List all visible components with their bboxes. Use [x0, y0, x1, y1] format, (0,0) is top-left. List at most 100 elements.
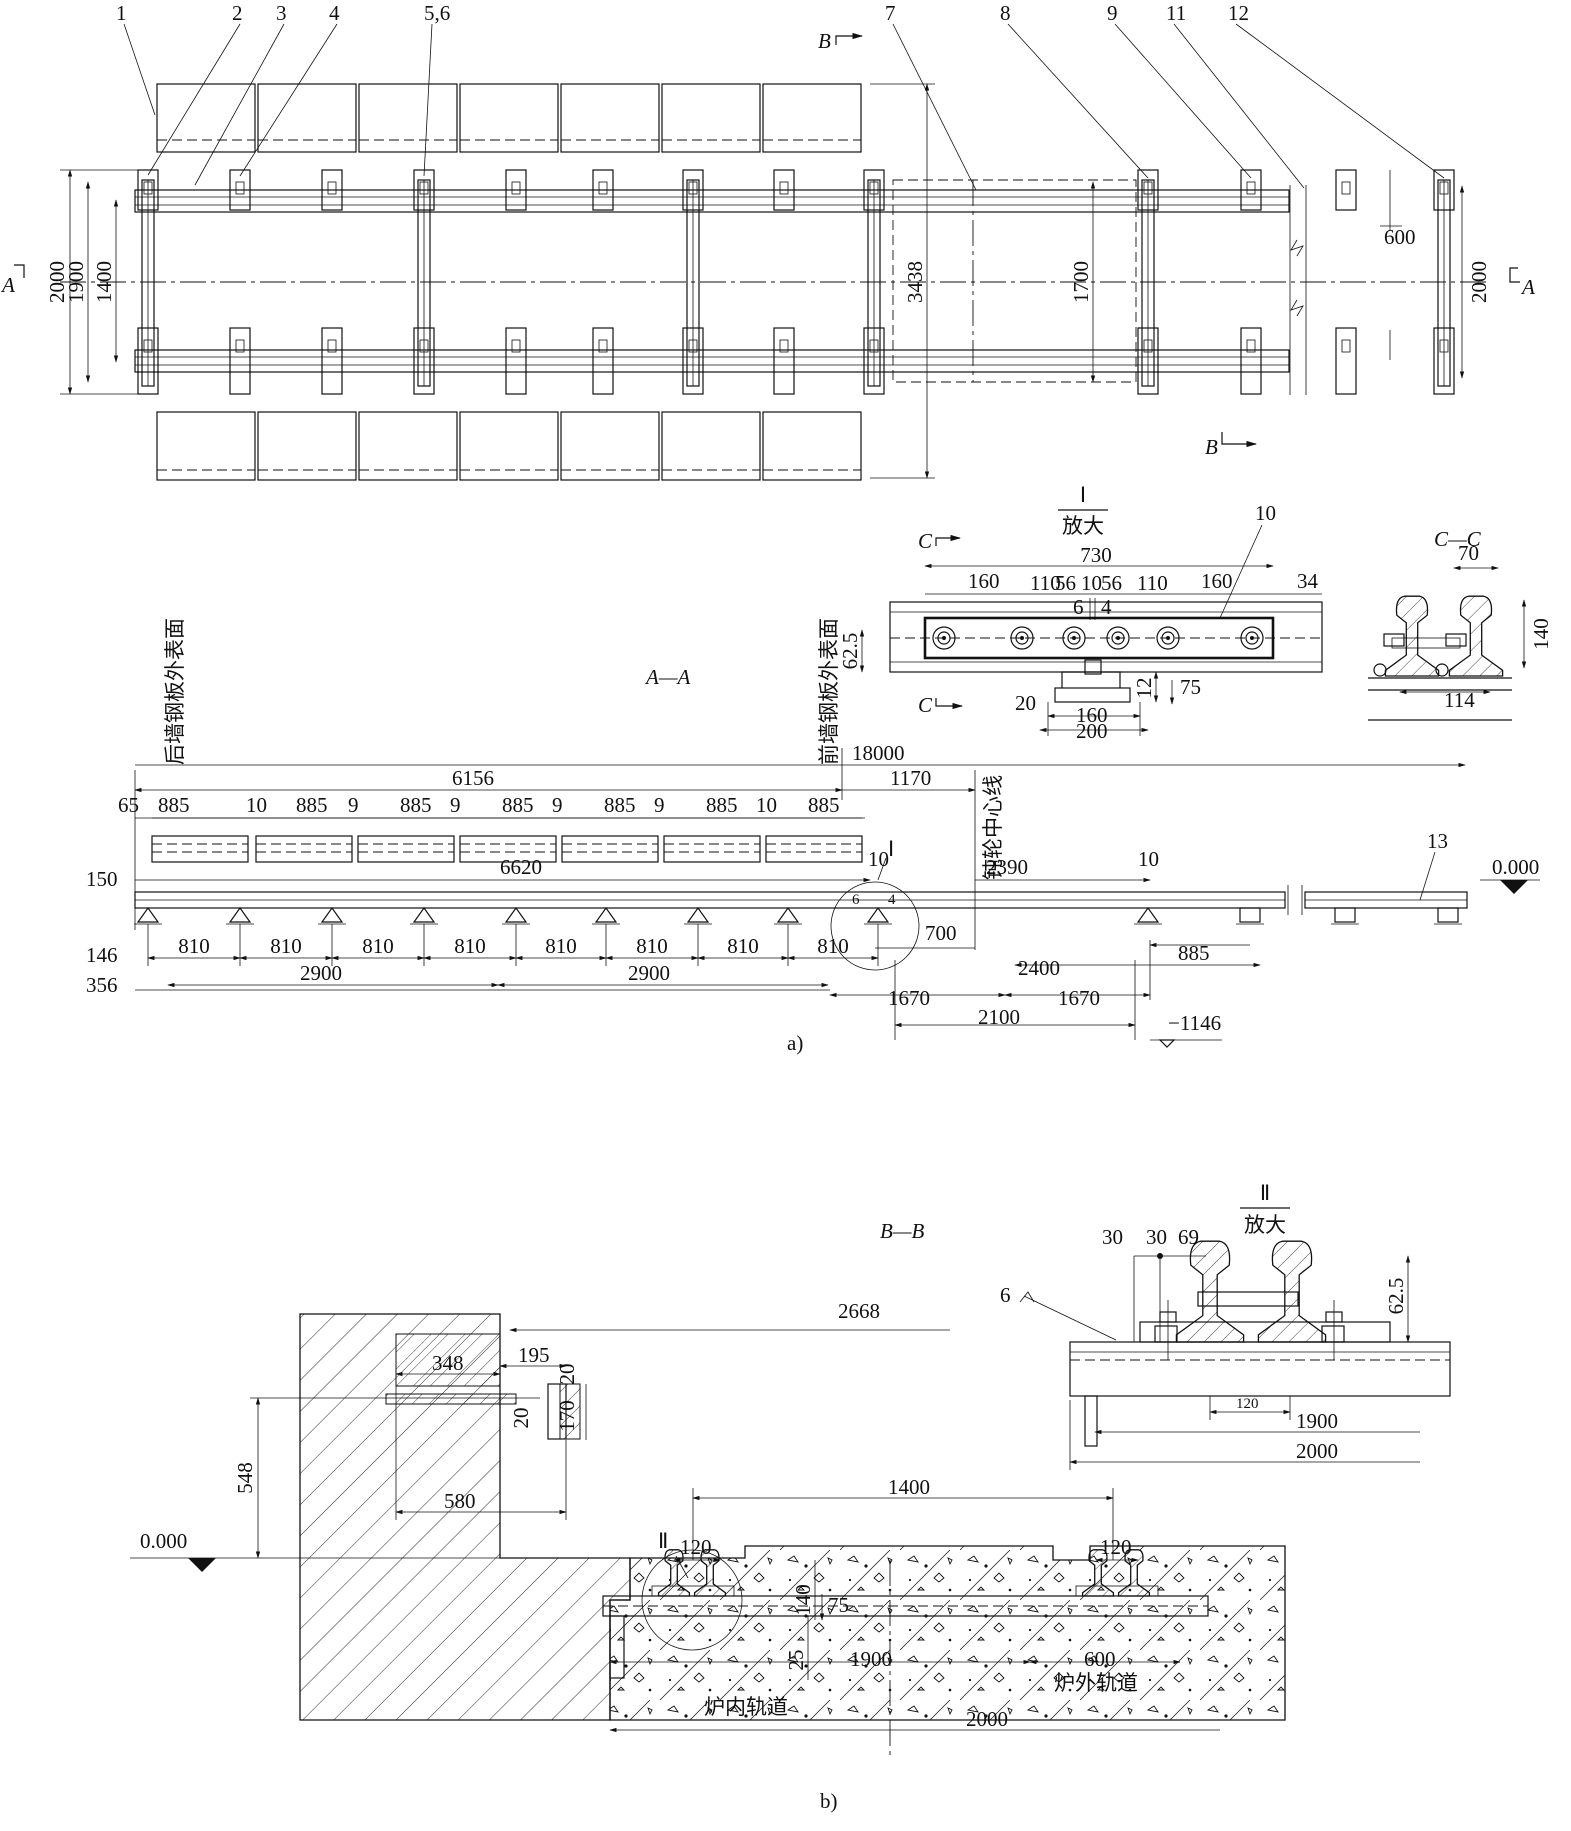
sleeper-block: [1240, 327, 1262, 395]
sleeper-block: [682, 327, 704, 395]
svg-text:20: 20: [555, 1364, 579, 1385]
svg-text:6: 6: [1000, 1283, 1011, 1307]
svg-text:12: 12: [1132, 678, 1156, 699]
svg-text:6: 6: [852, 892, 860, 908]
svg-text:6156: 6156: [452, 766, 494, 790]
dim-1400-left: 1400: [92, 261, 116, 303]
support-icon: [320, 906, 344, 923]
bottom-panel: [257, 411, 357, 481]
aa-panel: [255, 835, 353, 863]
spacer-bolt: [1197, 1291, 1299, 1307]
aa-panel: [459, 835, 557, 863]
panel-dim: 9: [450, 793, 461, 817]
detail-i-subtitle: 放大: [1062, 514, 1104, 538]
svg-text:348: 348: [432, 1351, 464, 1375]
top-panel: [459, 83, 559, 153]
top-panel: [661, 83, 761, 153]
wheel-block: [1437, 907, 1459, 923]
section-b-top: B: [818, 29, 831, 53]
svg-text:56: 56: [1101, 571, 1122, 595]
sleeper-block: [1335, 169, 1357, 211]
bottom-panel: [661, 411, 761, 481]
svg-text:75: 75: [828, 1593, 849, 1617]
svg-text:4: 4: [888, 892, 896, 908]
svg-text:25: 25: [784, 1650, 808, 1671]
caption-b: b): [820, 1789, 838, 1813]
svg-text:4: 4: [1101, 595, 1112, 619]
svg-text:120: 120: [680, 1535, 712, 1559]
callout-9: 11: [1166, 1, 1186, 25]
section-a-right: A: [1520, 275, 1535, 299]
cross-members: [141, 179, 1451, 387]
top-panel: [560, 83, 660, 153]
svg-text:150: 150: [86, 867, 118, 891]
svg-text:600: 600: [1084, 1647, 1116, 1671]
svg-text:730: 730: [1080, 543, 1112, 567]
support-dim: 810: [454, 934, 486, 958]
sleeper-block: [1335, 327, 1357, 395]
dim-3438: 3438: [870, 83, 935, 479]
callout-7: 8: [1000, 1, 1011, 25]
svg-text:65: 65: [118, 793, 139, 817]
wheel-block: [1334, 907, 1356, 923]
svg-text:140: 140: [791, 1584, 815, 1616]
support-icon: [504, 906, 528, 923]
svg-text:10: 10: [1138, 847, 1159, 871]
svg-text:110: 110: [1030, 571, 1061, 595]
section-cc-title: C—C: [1434, 527, 1482, 551]
rear-wall-label: 后墙钢板外表面: [163, 618, 187, 765]
svg-text:146: 146: [86, 943, 118, 967]
svg-text:160: 160: [968, 569, 1000, 593]
callout-2: 2: [232, 1, 243, 25]
sleeper-block: [592, 327, 614, 395]
sleeper-block: [1137, 169, 1159, 211]
bolt-icon: [1373, 663, 1387, 677]
support-dim: 810: [362, 934, 394, 958]
support-dim: 810: [270, 934, 302, 958]
clamp-plate: [1445, 633, 1467, 647]
section-aa-title: A—A: [644, 665, 691, 689]
svg-text:62.5: 62.5: [838, 633, 862, 670]
aa-panel: [357, 835, 455, 863]
top-panel-row: [156, 83, 862, 153]
support-icon: [594, 906, 618, 923]
svg-text:3438: 3438: [903, 261, 927, 303]
dim-600: 600: [1380, 170, 1416, 360]
section-b-markers: B B: [818, 29, 1258, 459]
aa-panel: [765, 835, 863, 863]
sleeper-block: [229, 169, 251, 211]
svg-text:600: 600: [1384, 225, 1416, 249]
bolt-icon: [932, 626, 956, 650]
svg-text:200: 200: [1076, 719, 1108, 743]
wheel-block: [1239, 907, 1261, 923]
svg-text:356: 356: [86, 973, 118, 997]
callout-10: 12: [1228, 1, 1249, 25]
sleeper-block: [505, 169, 527, 211]
support-icon: [136, 906, 160, 923]
detail-ii: Ⅱ 放大 B—B 6 30 30 69 62.5 120 1900 2000: [880, 1181, 1451, 1470]
section-a-a: A—A 后墙钢板外表面 前墙钢板外表面 钝轮中心线 18000 6156 117…: [86, 618, 1540, 1055]
rail-profile: [1448, 595, 1504, 677]
sleeper-block: [229, 327, 251, 395]
clip: [1321, 1325, 1345, 1343]
top-panel: [156, 83, 256, 153]
svg-text:2000: 2000: [1296, 1439, 1338, 1463]
sleeper-block: [1433, 169, 1455, 211]
lower-rail: [134, 349, 1290, 373]
bottom-panel: [358, 411, 458, 481]
panel-dim: 10: [246, 793, 267, 817]
sleeper-block: [1433, 327, 1455, 395]
svg-text:1900: 1900: [850, 1647, 892, 1671]
detail-i-title: Ⅰ: [1080, 483, 1086, 507]
bolt-icon: [1062, 626, 1086, 650]
sleeper-block: [321, 169, 343, 211]
bolt-icon: [1435, 663, 1449, 677]
detail-ii-mark: Ⅱ: [658, 1529, 668, 1553]
svg-text:120: 120: [1236, 1396, 1259, 1412]
svg-text:1900: 1900: [1296, 1409, 1338, 1433]
svg-text:20: 20: [509, 1408, 533, 1429]
svg-text:1170: 1170: [890, 766, 931, 790]
svg-text:18000: 18000: [852, 741, 905, 765]
